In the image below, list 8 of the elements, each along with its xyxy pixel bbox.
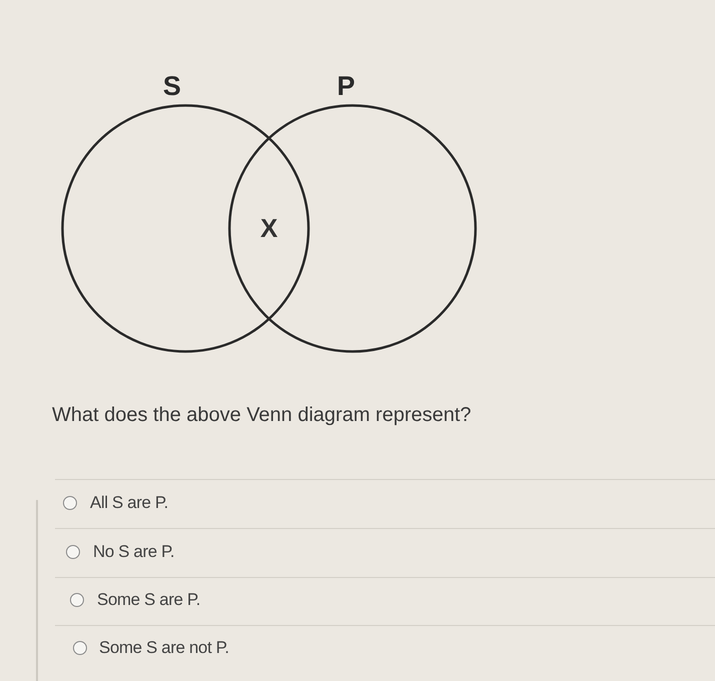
option-label: All S are P.	[90, 493, 168, 513]
set-label: S	[163, 73, 181, 100]
option-label: No S are P.	[93, 542, 174, 562]
intersection-mark: X	[260, 215, 278, 241]
set-label: P	[337, 73, 355, 100]
option-label: Some S are P.	[97, 590, 200, 610]
option-label: Some S are not P.	[99, 638, 229, 658]
question-text: What does the above Venn diagram represent?	[52, 404, 472, 427]
